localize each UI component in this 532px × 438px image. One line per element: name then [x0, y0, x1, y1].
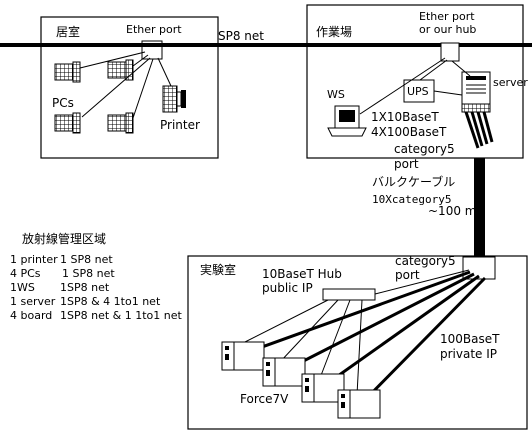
living-wires — [79, 51, 172, 119]
legend-conn: 1SP8 net — [60, 281, 110, 294]
living-ether-port-label: Ether port — [126, 23, 182, 36]
legend-qty: 4 board — [10, 309, 52, 322]
pc-icon — [107, 112, 134, 134]
lab-cat5-label-1: category5 — [395, 254, 456, 268]
workshop-hub — [440, 42, 460, 62]
legend-conn: 1 SP8 net — [62, 267, 115, 280]
lab-hub-label-2: public IP — [262, 281, 313, 295]
force7v-board — [301, 373, 345, 403]
force7v-board — [221, 341, 265, 371]
workshop-hub-label-1: Ether port — [419, 10, 475, 23]
force7v-board — [262, 357, 306, 387]
printer-label: Printer — [160, 118, 200, 132]
legend-qty: 4 PCs — [10, 267, 41, 280]
printer-icon — [162, 85, 186, 113]
private-ip-label-2: private IP — [440, 347, 497, 361]
workstation-icon — [327, 105, 367, 137]
legend-conn: 1 SP8 net — [60, 253, 113, 266]
workshop-room: 作業場 Ether port or our hub UPS server WS — [306, 4, 528, 159]
lab-cat5-label-2: port — [395, 268, 420, 282]
server-label: server — [493, 76, 528, 89]
port-spec-1: 1X10BaseT — [371, 110, 439, 124]
pc-icon — [54, 112, 81, 134]
bulk-cable-label: バルクケーブル — [372, 174, 455, 189]
workshop-wires — [359, 57, 471, 115]
bulk-length-label: ~100 m — [428, 204, 476, 218]
port-spec-3: category5 — [394, 142, 455, 156]
lab-title: 実験室 — [200, 262, 236, 277]
pc-icon — [107, 59, 134, 81]
sp8-net-label: SP8 net — [218, 29, 264, 43]
legend-qty: 1WS — [10, 281, 35, 294]
server-icon — [461, 71, 491, 113]
legend-conn: 1SP8 net & 1 1to1 net — [60, 309, 183, 322]
legend: 放射線管理区域 1 printer 1 SP8 net 4 PCs 1 SP8 … — [10, 231, 183, 322]
lab-border — [187, 255, 528, 430]
pcs-label: PCs — [52, 96, 74, 110]
pc-icon — [54, 61, 81, 83]
workshop-title: 作業場 — [316, 25, 352, 39]
port-spec-4: port — [394, 157, 419, 171]
port-spec-2: 4X100BaseT — [371, 125, 447, 139]
force7v-label: Force7V — [240, 392, 289, 406]
living-room-title: 居室 — [56, 24, 80, 39]
hub-uplink — [374, 269, 470, 295]
living-room: 居室 Ether port PCs Printer — [40, 16, 219, 159]
force7v-board — [337, 389, 381, 419]
private-ip-cables — [236, 270, 487, 412]
private-ip-label-1: 100BaseT — [440, 332, 500, 346]
legend-conn: 1SP8 & 4 1to1 net — [60, 295, 161, 308]
legend-title: 放射線管理区域 — [22, 231, 106, 246]
ups-label: UPS — [407, 85, 429, 98]
ws-label: WS — [327, 88, 345, 101]
living-room-border — [40, 16, 219, 159]
legend-qty: 1 printer — [10, 253, 58, 266]
server-cables — [464, 111, 494, 149]
lab-10baset-hub — [322, 288, 376, 301]
lab-hub-label-1: 10BaseT Hub — [262, 267, 342, 281]
legend-rows: 1 printer 1 SP8 net 4 PCs 1 SP8 net 1WS … — [10, 253, 183, 322]
bulk-count-label: 10Xcategory5 — [372, 193, 451, 206]
legend-qty: 1 server — [10, 295, 56, 308]
lab-cat5-port — [462, 256, 496, 280]
lab-room: 実験室 10BaseT Hub public IP category5 port… — [187, 254, 528, 430]
workshop-border — [306, 4, 524, 159]
workshop-hub-label-2: or our hub — [419, 23, 476, 36]
bulk-cable — [474, 158, 485, 258]
